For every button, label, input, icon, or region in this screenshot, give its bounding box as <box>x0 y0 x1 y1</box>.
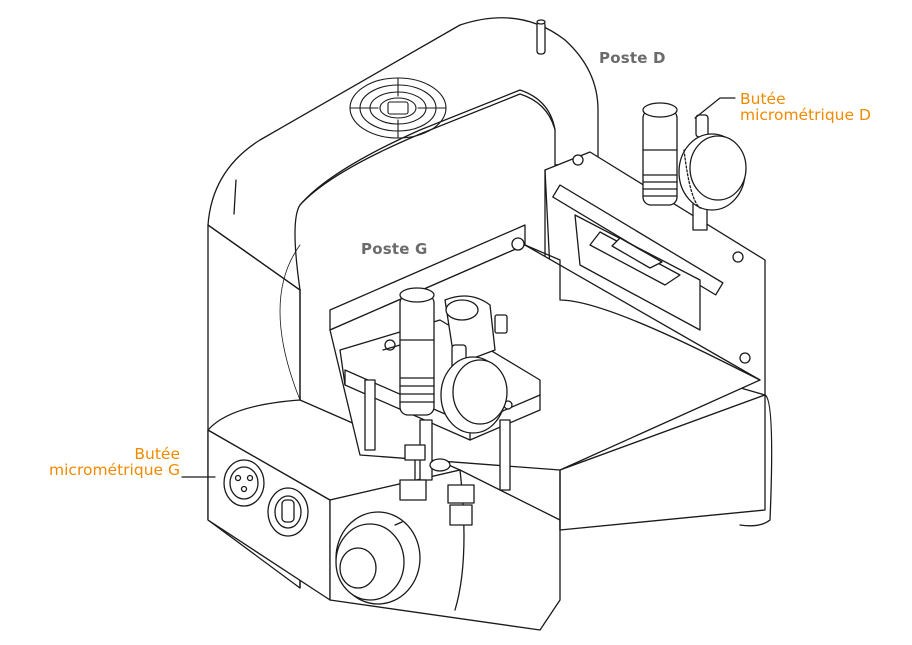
leader-lines <box>181 97 736 478</box>
stop-d-callout: Butée micrométrique D <box>740 91 871 124</box>
top-pin <box>536 19 546 55</box>
bolts <box>399 444 475 526</box>
front-knob <box>335 511 421 605</box>
stop-g-callout: Butée micrométrique G <box>8 446 180 479</box>
power-switch <box>267 487 309 537</box>
micrometer-stop-d <box>642 102 747 231</box>
station-g-label: Poste G <box>361 240 428 258</box>
stop-g-line2: micrométrique G <box>49 461 180 480</box>
station-d-label: Poste D <box>599 49 666 67</box>
stop-d-line1: Butée <box>740 90 786 108</box>
micrometer-stop-g <box>399 287 508 434</box>
vent-grille <box>349 77 447 139</box>
stop-g-line1: Butée <box>134 445 180 463</box>
stop-d-line2: micrométrique D <box>740 106 871 125</box>
connector <box>223 459 265 507</box>
